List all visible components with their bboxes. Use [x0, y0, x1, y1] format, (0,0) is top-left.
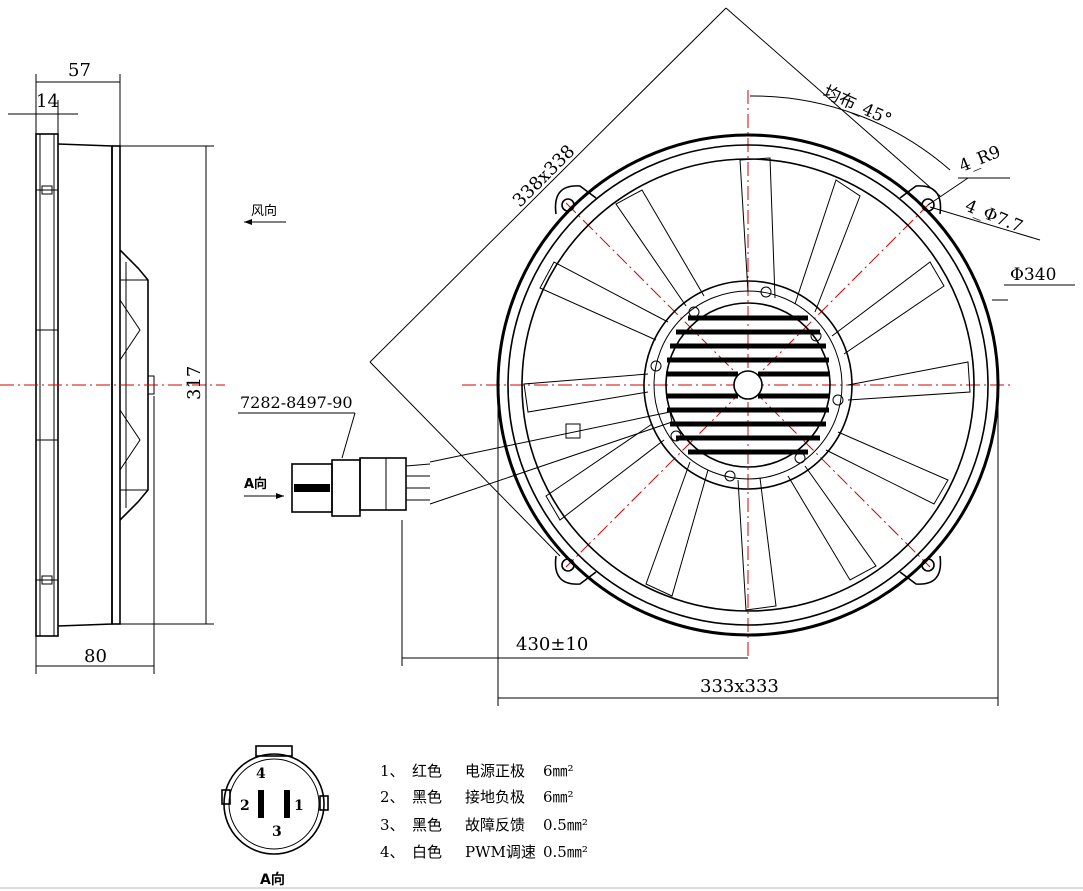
wiring-row: 2、 黑色 接地负极 6㎜²: [380, 788, 574, 806]
pin-1: 1: [294, 798, 304, 814]
wiring-row: 1、 红色 电源正极 6㎜²: [380, 762, 574, 780]
dim-phi340: Φ340: [1010, 265, 1056, 285]
svg-text:0.5㎜²: 0.5㎜²: [543, 843, 588, 861]
dim-4-r9: 4_R9: [956, 142, 1003, 177]
svg-text:6㎜²: 6㎜²: [543, 762, 574, 780]
dim-4-hole: 4_Φ7.7: [962, 196, 1025, 237]
connector-pin-view: 4 2 1 3 A向: [221, 745, 329, 888]
svg-text:3、: 3、: [380, 816, 405, 834]
svg-text:PWM调速: PWM调速: [465, 843, 536, 861]
wiring-legend: 1、 红色 电源正极 6㎜² 2、 黑色 接地负极 6㎜² 3、 黑色 故障反馈…: [380, 762, 588, 861]
cable-assembly: 7282-8497-90 A向: [238, 393, 673, 517]
front-view-dimensions: 338x338 均布_45° 4_R9 4_Φ7.7 Φ340 430±10 3…: [369, 7, 1075, 706]
dim-317: 317: [184, 366, 205, 400]
svg-text:故障反馈: 故障反馈: [465, 816, 525, 834]
svg-text:6㎜²: 6㎜²: [543, 788, 574, 806]
side-view-dimensions: 57 14 317 80: [8, 60, 214, 674]
svg-text:接地负极: 接地负极: [465, 788, 525, 806]
wiring-row: 4、 白色 PWM调速 0.5㎜²: [380, 843, 588, 861]
pin-3: 3: [272, 824, 282, 840]
dim-338x338: 338x338: [509, 141, 580, 212]
dim-430: 430±10: [516, 634, 588, 655]
svg-text:1、: 1、: [380, 762, 405, 780]
dim-57: 57: [68, 60, 91, 81]
airflow-indicator: 风向: [244, 203, 286, 225]
svg-text:黑色: 黑色: [412, 788, 442, 806]
dim-14: 14: [36, 91, 59, 112]
svg-text:红色: 红色: [412, 762, 442, 780]
fan-blades: [523, 157, 971, 611]
airflow-label: 风向: [251, 203, 277, 219]
svg-text:4、: 4、: [380, 843, 405, 861]
svg-text:电源正极: 电源正极: [465, 762, 525, 780]
side-view: [0, 133, 225, 637]
view-a-label: A向: [244, 476, 267, 492]
pin-4: 4: [256, 766, 266, 782]
svg-text:黑色: 黑色: [412, 816, 442, 834]
svg-text:白色: 白色: [412, 843, 442, 861]
pin-2: 2: [240, 798, 250, 814]
dim-80: 80: [84, 646, 107, 667]
wiring-row: 3、 黑色 故障反馈 0.5㎜²: [380, 816, 588, 834]
dim-333x333: 333x333: [700, 676, 779, 697]
svg-text:2、: 2、: [380, 788, 405, 806]
part-number-label: 7282-8497-90: [240, 393, 353, 412]
view-a-caption: A向: [260, 871, 285, 888]
svg-text:0.5㎜²: 0.5㎜²: [543, 816, 588, 834]
